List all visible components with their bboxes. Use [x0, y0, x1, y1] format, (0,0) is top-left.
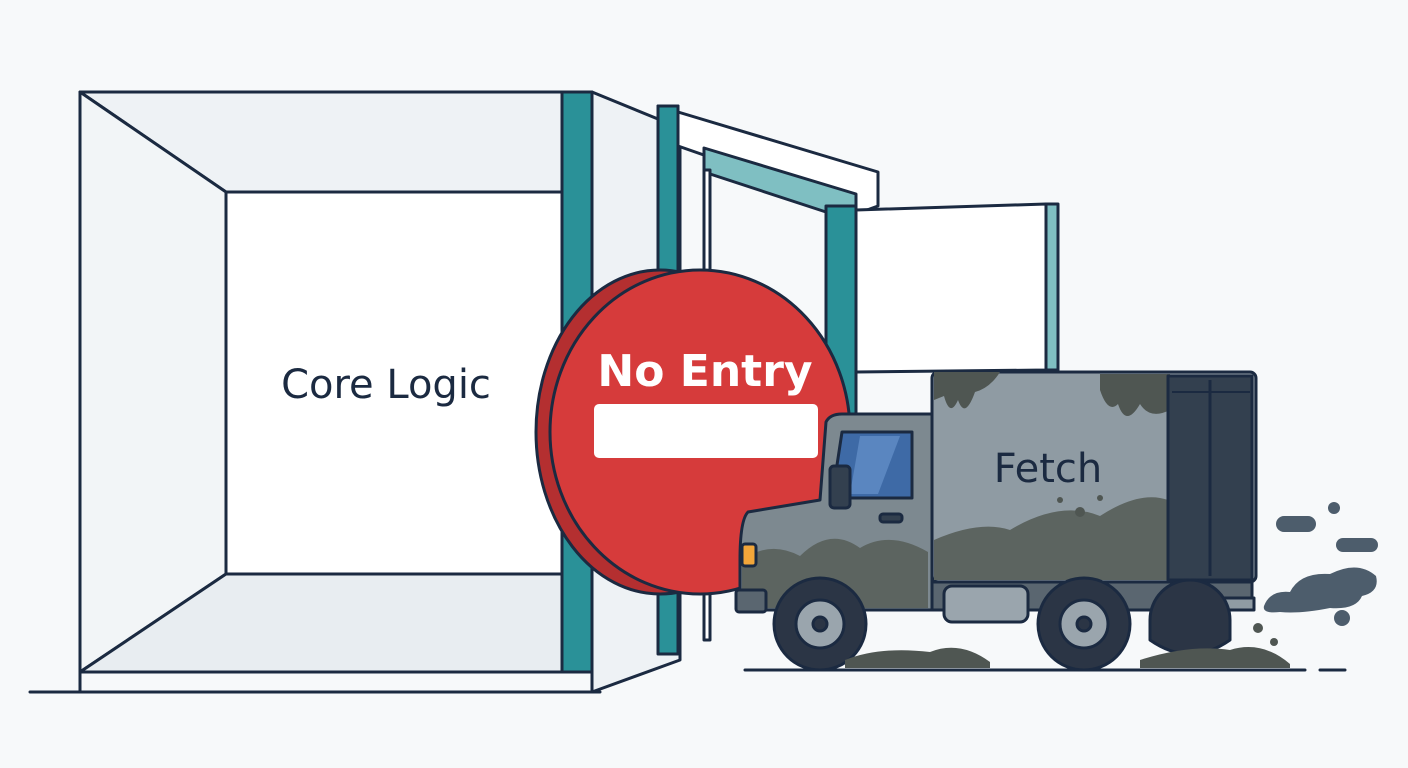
no-entry-bar [594, 404, 818, 458]
rear-wheel-2 [1148, 578, 1232, 656]
rear-wheel [1036, 576, 1132, 672]
fetch-truck [734, 370, 1290, 672]
no-entry-label: No Entry [597, 346, 812, 397]
core-logic-building [78, 90, 682, 694]
fetch-label: Fetch [994, 446, 1102, 492]
front-wheel [772, 576, 868, 672]
exhaust-smoke [1263, 502, 1378, 626]
core-logic-label: Core Logic [281, 362, 491, 408]
